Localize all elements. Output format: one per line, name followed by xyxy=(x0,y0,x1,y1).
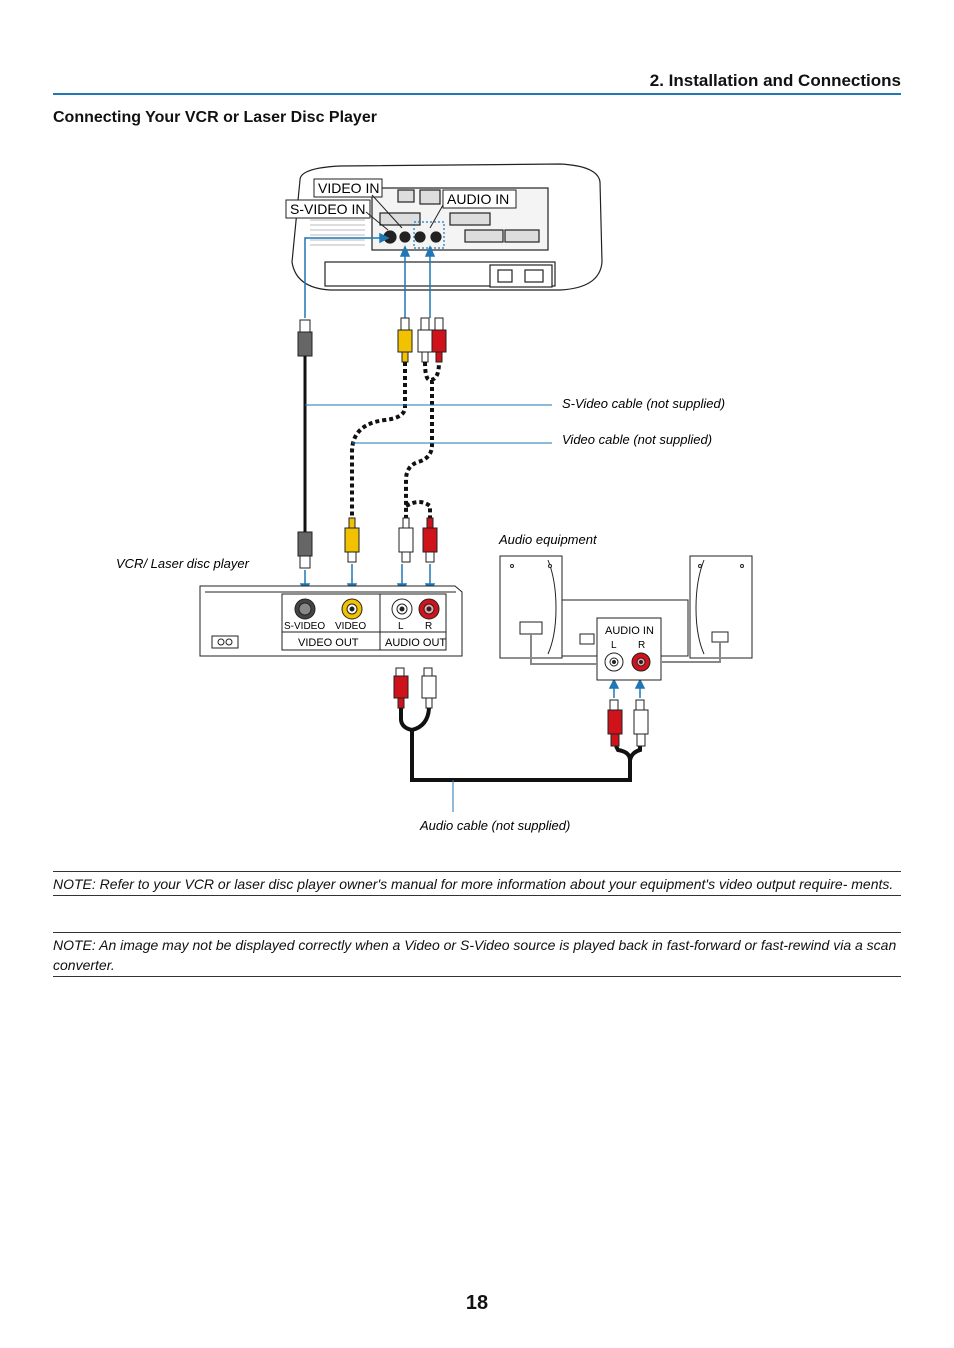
svideo-cable-label: S-Video cable (not supplied) xyxy=(562,396,725,411)
video-cable-label: Video cable (not supplied) xyxy=(562,432,712,447)
svideo-in-label: S-VIDEO IN xyxy=(285,199,371,219)
rca-plugs-bottom xyxy=(344,517,438,563)
vcr-device xyxy=(199,585,463,657)
audio-r-text: R xyxy=(638,640,645,651)
vcr-video-text: VIDEO xyxy=(335,621,366,632)
svg-text:AUDIO IN: AUDIO IN xyxy=(447,191,509,207)
page-heading: Connecting Your VCR or Laser Disc Player xyxy=(53,109,377,126)
connection-diagram: VIDEO IN S-VIDEO IN AUDIO IN xyxy=(116,163,753,833)
audio-equipment-arrows xyxy=(608,678,646,698)
vcr-r-text: R xyxy=(425,621,432,632)
audio-equipment xyxy=(499,555,753,681)
header-rule xyxy=(53,93,901,95)
projector-arrows xyxy=(304,232,436,318)
page-number: 18 xyxy=(465,1292,489,1314)
audio-l-text: L xyxy=(611,640,617,651)
vcr-label: VCR/ Laser disc player xyxy=(116,556,250,571)
vcr-audio-out-text: AUDIO OUT xyxy=(385,637,446,649)
audio-video-cable xyxy=(404,361,441,520)
vcr-l-text: L xyxy=(398,621,404,632)
video-in-label: VIDEO IN xyxy=(313,178,383,198)
vcr-video-out-text: VIDEO OUT xyxy=(298,637,359,649)
audio-cable-equipment-plugs xyxy=(607,699,649,747)
audio-cable-vcr-plugs xyxy=(393,667,437,709)
audio-in-text: AUDIO IN xyxy=(605,625,654,637)
note-vcr-manual: NOTE: Refer to your VCR or laser disc pl… xyxy=(53,871,901,896)
svg-text:VIDEO IN: VIDEO IN xyxy=(318,180,379,196)
audio-equipment-label: Audio equipment xyxy=(498,532,598,547)
svideo-plug-top xyxy=(297,319,313,357)
svg-text:S-VIDEO IN: S-VIDEO IN xyxy=(290,201,365,217)
svideo-plug-bottom xyxy=(297,531,313,569)
video-cable xyxy=(350,362,407,520)
section-title: 2. Installation and Connections xyxy=(649,71,901,90)
vcr-svideo-text: S-VIDEO xyxy=(284,621,325,632)
rca-plugs-top xyxy=(397,317,447,363)
note-scan-converter: NOTE: An image may not be displayed corr… xyxy=(53,932,901,977)
audio-cable xyxy=(399,707,642,782)
audio-cable-label: Audio cable (not supplied) xyxy=(419,818,570,833)
audio-in-label: AUDIO IN xyxy=(442,189,517,209)
